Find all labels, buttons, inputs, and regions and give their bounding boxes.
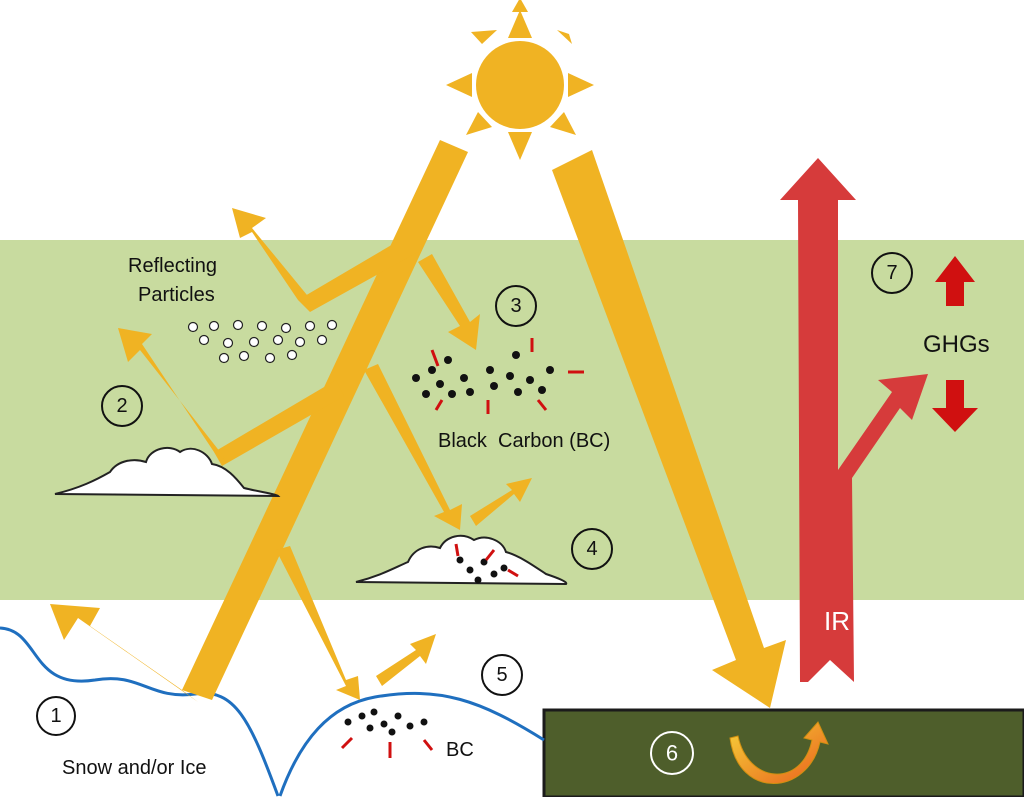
cloud-four-bc (456, 556, 508, 584)
surface-warming-curl-icon (729, 721, 829, 784)
marker-4: 4 (571, 528, 613, 570)
black-carbon-label: Black Carbon (BC) (438, 430, 610, 452)
snow-bc-heat-arrows (340, 736, 434, 758)
reflecting-particles-label-1: Reflecting (128, 255, 217, 277)
reflecting-particles (187, 319, 338, 364)
ghg-up-arrow (935, 256, 975, 306)
beam-to-snow-5 (276, 546, 360, 700)
snow-bc-particles (344, 708, 428, 736)
marker-6: 6 (650, 731, 694, 775)
marker-2: 2 (101, 385, 143, 427)
beam-sun-to-ground (552, 150, 786, 708)
beam-snow-5-out (376, 634, 436, 686)
atmosphere-band (0, 240, 1024, 600)
cloud-four-heat-arrows (454, 543, 519, 578)
snow-ice-line-left (0, 626, 280, 797)
reflecting-particles-label-2: Particles (138, 284, 215, 306)
svg-text:3: 3 (510, 295, 521, 317)
marker-3: 3 (495, 285, 537, 327)
beam-sun-to-snow (182, 140, 468, 700)
black-carbon-particles (412, 351, 554, 398)
ghg-down-arrow (932, 380, 978, 432)
beam-cloud-4-out (470, 478, 532, 526)
svg-text:7: 7 (886, 262, 897, 284)
snow-bc-label: BC (446, 739, 474, 761)
beam-cloud-left-reflect (118, 328, 228, 462)
svg-text:1: 1 (50, 705, 61, 727)
beam-to-cloud-4 (364, 364, 462, 530)
svg-text:2: 2 (116, 395, 127, 417)
beam-to-bc (418, 254, 480, 350)
sun-icon (446, 0, 594, 160)
bc-heat-arrows (430, 338, 584, 414)
snow-ice-line-right (278, 691, 545, 797)
sunlight-beams (50, 140, 786, 708)
beam-to-cloud-left (214, 380, 344, 466)
snow-ice-label: Snow and/or Ice (62, 757, 207, 779)
svg-text:5: 5 (496, 664, 507, 686)
marker-5: 5 (481, 654, 523, 696)
marker-7: 7 (871, 252, 913, 294)
beam-reflect-top-2 (232, 208, 316, 306)
marker-1: 1 (36, 696, 76, 736)
ground-surface (542, 708, 1024, 797)
ir-label: IR (824, 606, 850, 636)
cloud-left (54, 446, 281, 498)
svg-text:4: 4 (586, 538, 597, 560)
ghgs-label: GHGs (923, 331, 990, 358)
svg-text:6: 6 (666, 741, 678, 766)
beam-snow-reflect (50, 604, 198, 702)
beam-reflect-top (298, 240, 418, 312)
infrared-arrow (780, 158, 928, 682)
